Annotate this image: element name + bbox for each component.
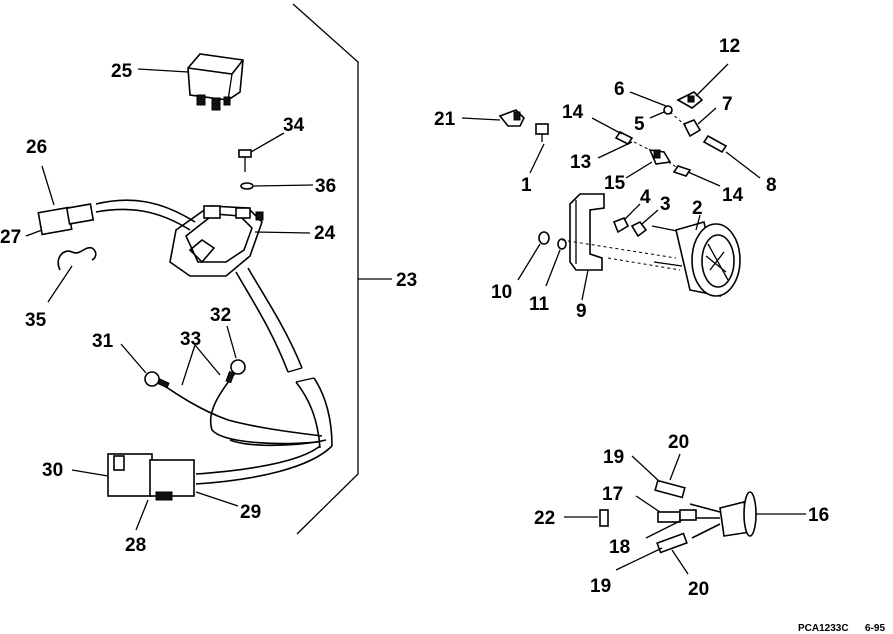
washer-10 [517,231,550,281]
relay-icon [137,53,244,111]
wiring-harness [95,199,333,485]
callout-14a: 14 [562,102,584,123]
terminal-17 [635,495,681,523]
callout-34: 34 [283,115,305,136]
callout-25: 25 [111,61,133,82]
callout-20b: 20 [688,579,709,600]
callout-3: 3 [660,194,671,215]
callout-labels: 1 2 3 4 5 6 7 8 9 10 11 12 13 14 14 15 1… [0,36,829,600]
callout-7: 7 [722,94,733,115]
callout-32: 32 [210,305,231,326]
callout-22: 22 [534,508,555,529]
mounting-bracket [569,193,605,301]
plug-22 [564,509,609,527]
callout-19b: 19 [590,576,611,597]
callout-14b: 14 [722,185,744,206]
callout-20a: 20 [668,432,689,453]
bracket-23 [292,3,392,535]
callout-27: 27 [0,227,21,248]
callout-12: 12 [719,36,740,57]
terminal-cluster-13-15 [591,117,721,187]
callout-23: 23 [396,270,417,291]
callout-16: 16 [808,505,829,526]
callout-11: 11 [529,294,550,315]
callout-35: 35 [25,310,47,331]
lamp-socket [689,491,806,539]
figure-code-date: 6-95 [865,623,885,634]
callout-24: 24 [314,223,336,244]
callout-5: 5 [634,114,645,135]
ring-terminal-31 [120,343,170,389]
callout-1: 1 [521,175,532,196]
callout-9: 9 [576,301,587,322]
callout-17: 17 [602,484,623,505]
callout-13: 13 [570,152,591,173]
ignition-switch [169,205,311,277]
callout-29: 29 [240,502,261,523]
nut-4 [612,203,641,234]
terminal-cluster-5-7 [629,63,761,179]
callout-19a: 19 [603,447,624,468]
ring-terminal-32 [225,325,246,384]
bullet-connector-26-27 [25,165,95,237]
figure-code: PCA1233C 6-95 [798,623,885,634]
callout-4: 4 [640,187,651,208]
leader-33 [181,344,221,386]
callout-33: 33 [180,329,201,350]
harness-connector [71,453,239,531]
figure-code-id: PCA1233C [798,623,849,634]
callout-31: 31 [92,331,114,352]
callout-36: 36 [315,176,336,197]
terminal-19a [631,455,661,483]
callout-30: 30 [42,460,63,481]
callout-10: 10 [491,282,512,303]
callout-21: 21 [434,109,456,130]
wire-end-20a [654,453,686,499]
screw-34 [238,132,285,172]
terminal-19b [615,547,663,571]
callout-8: 8 [766,175,777,196]
callout-18: 18 [609,537,630,558]
gauge [561,214,741,298]
callout-28: 28 [125,535,146,556]
terminal-21 [461,109,525,127]
washer-36 [240,182,314,190]
washer-11 [545,238,567,287]
screw-1 [529,123,549,174]
wire-end-18 [645,509,697,539]
nut-3 [630,209,659,238]
wire-clip-35 [47,246,97,303]
wire-end-20b [656,532,689,575]
callout-26: 26 [26,137,47,158]
callout-6: 6 [614,79,625,100]
callout-15: 15 [604,173,626,194]
callout-2: 2 [692,198,703,219]
